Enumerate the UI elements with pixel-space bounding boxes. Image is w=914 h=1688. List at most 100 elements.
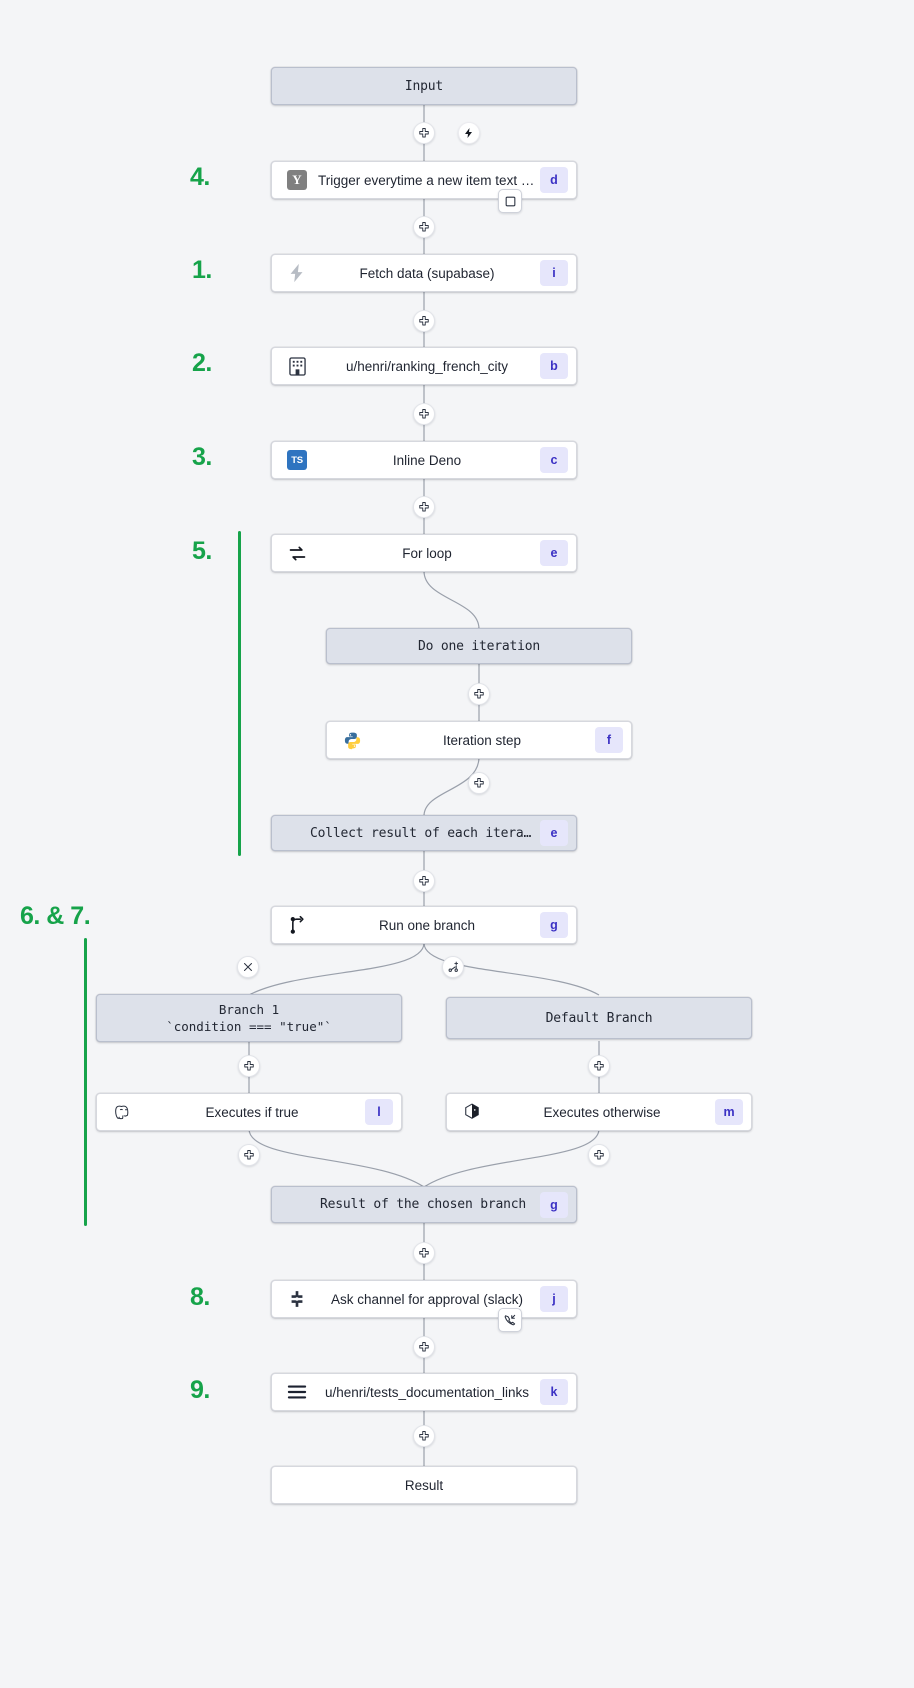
node-ranking-french-city[interactable]: u/henri/ranking_french_city b bbox=[271, 347, 577, 385]
plus-handle-icon bbox=[474, 778, 484, 788]
add-step-handle-branch1[interactable] bbox=[238, 1055, 260, 1077]
deno-icon bbox=[455, 1094, 489, 1130]
node-iteration-step[interactable]: Iteration step f bbox=[326, 721, 632, 759]
add-branch-handle-icon bbox=[448, 961, 458, 972]
trigger-checkbox-chip[interactable] bbox=[498, 189, 522, 213]
node-inline-deno[interactable]: TS Inline Deno c bbox=[271, 441, 577, 479]
node-for-loop-label: For loop bbox=[402, 545, 452, 561]
node-fetch-data-label: Fetch data (supabase) bbox=[359, 265, 495, 281]
node-fetch-data[interactable]: Fetch data (supabase) i bbox=[271, 254, 577, 292]
plus-handle-icon bbox=[594, 1061, 604, 1071]
node-trigger[interactable]: Y Trigger everytime a new item text o… d bbox=[271, 161, 577, 199]
add-step-handle-iteration[interactable] bbox=[468, 683, 490, 705]
node-trigger-badge[interactable]: d bbox=[540, 167, 568, 193]
node-executes-if-true-badge[interactable]: l bbox=[365, 1099, 393, 1125]
node-for-loop-badge[interactable]: e bbox=[540, 540, 568, 566]
node-default-branch-label: Default Branch bbox=[545, 1010, 653, 1026]
node-collect-result-label: Collect result of each iteration bbox=[310, 825, 540, 841]
node-fetch-data-badge[interactable]: i bbox=[540, 260, 568, 286]
node-run-one-branch[interactable]: Run one branch g bbox=[271, 906, 577, 944]
add-step-handle-tests-docs[interactable] bbox=[413, 1336, 435, 1358]
node-iteration-step-badge[interactable]: f bbox=[595, 727, 623, 753]
node-tests-documentation-links-badge[interactable]: k bbox=[540, 1379, 568, 1405]
add-step-handle-approval[interactable] bbox=[413, 1242, 435, 1264]
node-ranking-french-city-badge[interactable]: b bbox=[540, 353, 568, 379]
node-do-one-iteration[interactable]: Do one iteration bbox=[326, 628, 632, 664]
node-collect-result[interactable]: Collect result of each iteration e bbox=[271, 815, 577, 851]
node-input-label: Input bbox=[404, 78, 444, 94]
step-number-3: 3. bbox=[192, 443, 212, 471]
building-icon bbox=[280, 348, 314, 384]
node-for-loop[interactable]: For loop e bbox=[271, 534, 577, 572]
node-ask-approval[interactable]: Ask channel for approval (slack) j bbox=[271, 1280, 577, 1318]
plus-handle-icon bbox=[474, 689, 484, 699]
node-run-one-branch-badge[interactable]: g bbox=[540, 912, 568, 938]
node-result-label: Result bbox=[404, 1477, 444, 1493]
menu-lines-icon bbox=[280, 1374, 314, 1410]
add-step-handle-trigger[interactable] bbox=[413, 216, 435, 238]
step-number-8: 8. bbox=[190, 1283, 210, 1311]
node-collect-result-badge[interactable]: e bbox=[540, 820, 568, 846]
plus-handle-icon bbox=[244, 1061, 254, 1071]
node-branch-1[interactable] bbox=[96, 994, 402, 1042]
node-result-chosen-branch[interactable]: Result of the chosen branch g bbox=[271, 1186, 577, 1223]
node-ranking-french-city-label: u/henri/ranking_french_city bbox=[345, 358, 509, 374]
node-executes-if-true-label: Executes if true bbox=[205, 1104, 299, 1120]
typescript-icon: TS bbox=[280, 442, 314, 478]
step-number-2: 2. bbox=[192, 349, 212, 377]
add-step-handle-branch[interactable] bbox=[413, 870, 435, 892]
add-step-handle-ranking[interactable] bbox=[413, 403, 435, 425]
python-icon bbox=[335, 722, 369, 758]
add-step-handle-defaultbranch[interactable] bbox=[588, 1055, 610, 1077]
close-handle-icon bbox=[244, 963, 252, 971]
yaml-icon: Y bbox=[280, 162, 314, 198]
node-executes-otherwise[interactable]: Executes otherwise m bbox=[446, 1093, 752, 1131]
loop-icon bbox=[280, 535, 314, 571]
phone-incoming-icon bbox=[504, 1314, 516, 1326]
node-inline-deno-badge[interactable]: c bbox=[540, 447, 568, 473]
branch-icon bbox=[280, 907, 314, 943]
trigger-bolt-handle[interactable] bbox=[458, 122, 480, 144]
plus-handle-icon bbox=[419, 222, 429, 232]
node-inline-deno-label: Inline Deno bbox=[392, 452, 462, 468]
node-result-chosen-branch-badge[interactable]: g bbox=[540, 1191, 568, 1218]
node-default-branch[interactable]: Default Branch bbox=[446, 997, 752, 1039]
remove-branch-handle[interactable] bbox=[237, 956, 259, 978]
node-do-one-iteration-label: Do one iteration bbox=[417, 638, 541, 654]
add-step-handle-fetch[interactable] bbox=[413, 310, 435, 332]
add-step-handle-input[interactable] bbox=[413, 122, 435, 144]
add-step-handle-deno[interactable] bbox=[413, 496, 435, 518]
plus-handle-icon bbox=[244, 1150, 254, 1160]
node-result-chosen-branch-label: Result of the chosen branch bbox=[320, 1197, 526, 1212]
node-result[interactable]: Result bbox=[271, 1466, 577, 1504]
add-step-handle-after-otherwise[interactable] bbox=[588, 1144, 610, 1166]
node-executes-if-true[interactable]: Executes if true l bbox=[96, 1093, 402, 1131]
slack-gear-icon bbox=[280, 1281, 314, 1317]
checkbox-square-icon bbox=[505, 196, 515, 206]
step-number-5: 5. bbox=[192, 537, 212, 565]
bolt-handle-icon bbox=[465, 128, 472, 138]
add-step-handle-collect[interactable] bbox=[468, 772, 490, 794]
node-tests-documentation-links-label: u/henri/tests_documentation_links bbox=[324, 1384, 530, 1400]
group-bar-for-loop bbox=[238, 531, 241, 856]
step-number-9: 9. bbox=[190, 1376, 210, 1404]
node-trigger-label: Trigger everytime a new item text o… bbox=[318, 172, 540, 188]
approval-suspend-chip[interactable] bbox=[498, 1308, 522, 1332]
add-step-handle-after-true[interactable] bbox=[238, 1144, 260, 1166]
node-iteration-step-label: Iteration step bbox=[442, 732, 522, 748]
postgresql-icon bbox=[105, 1094, 139, 1130]
plus-handle-icon bbox=[419, 1342, 429, 1352]
plus-handle-icon bbox=[419, 1248, 429, 1258]
plus-handle-icon bbox=[419, 1431, 429, 1441]
add-branch-handle[interactable] bbox=[442, 956, 464, 978]
node-run-one-branch-label: Run one branch bbox=[378, 917, 476, 933]
step-number-1: 1. bbox=[192, 256, 212, 284]
node-ask-approval-badge[interactable]: j bbox=[540, 1286, 568, 1312]
node-input[interactable]: Input bbox=[271, 67, 577, 105]
add-step-handle-result[interactable] bbox=[413, 1425, 435, 1447]
plus-handle-icon bbox=[419, 502, 429, 512]
step-number-6-7: 6. & 7. bbox=[20, 902, 91, 930]
node-tests-documentation-links[interactable]: u/henri/tests_documentation_links k bbox=[271, 1373, 577, 1411]
node-executes-otherwise-badge[interactable]: m bbox=[715, 1099, 743, 1125]
